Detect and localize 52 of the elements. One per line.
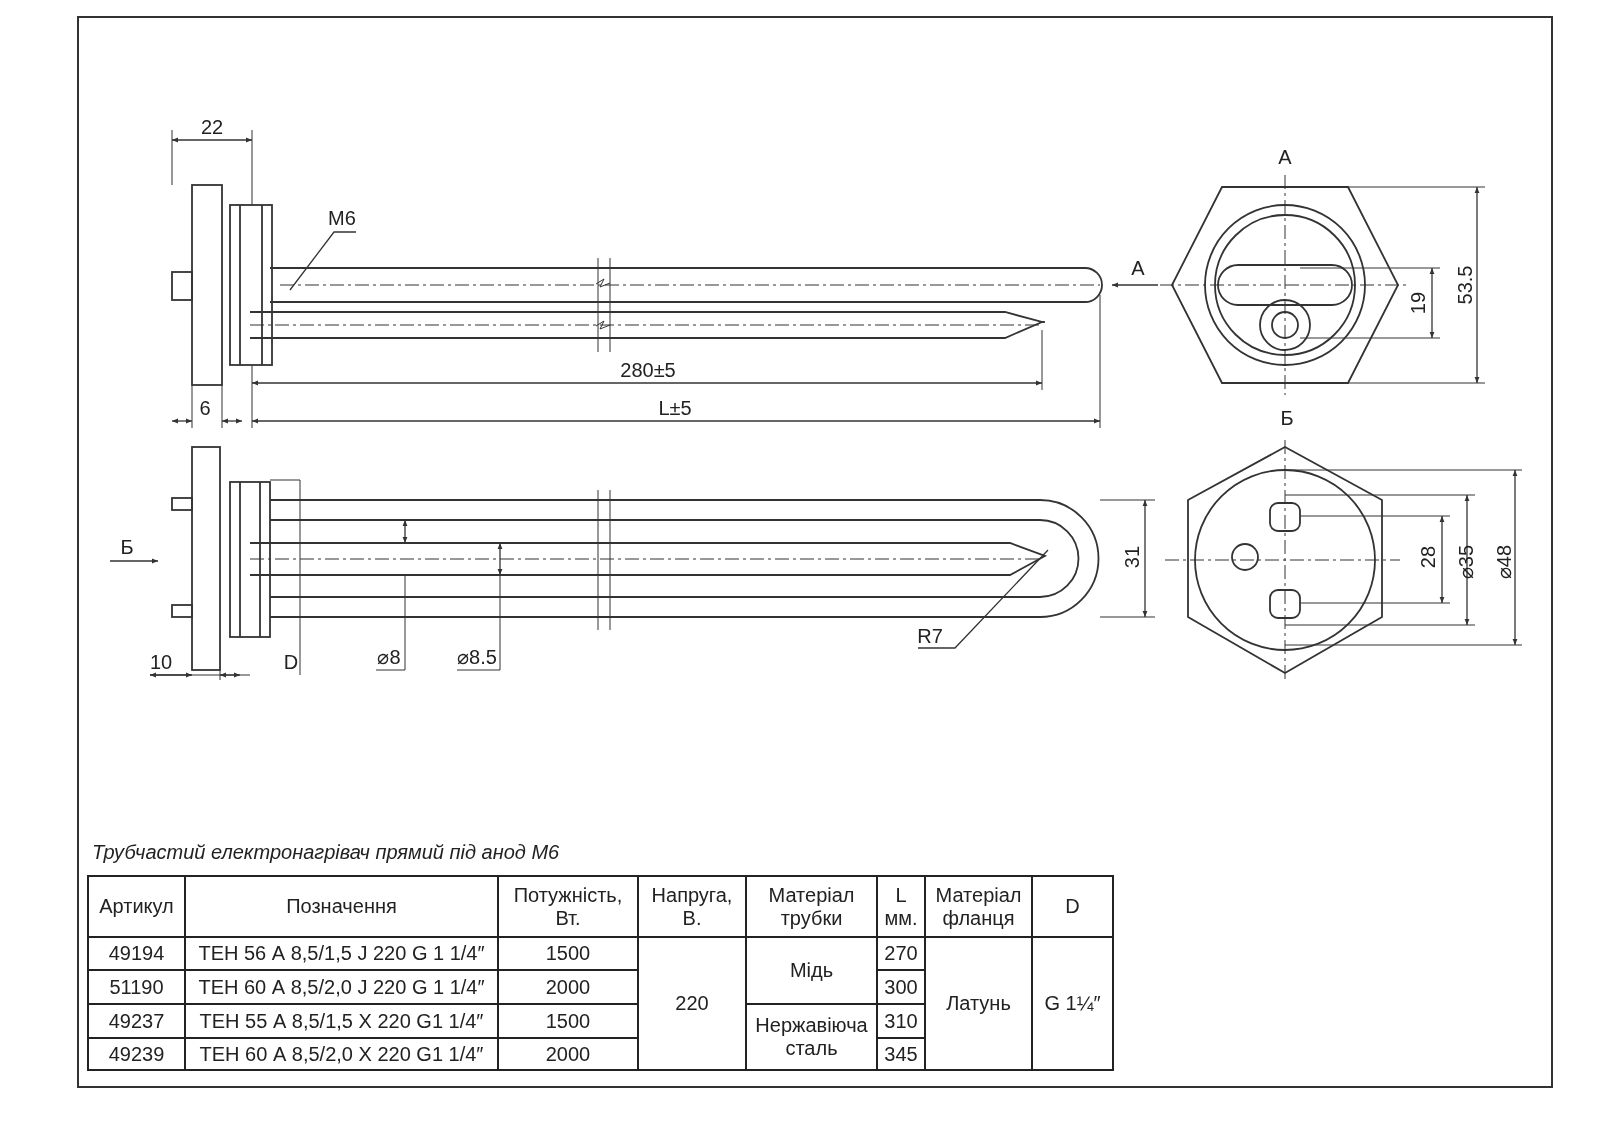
column-header: Потужність, Вт. xyxy=(512,883,624,930)
table-cell-text: 2000 xyxy=(545,1042,591,1066)
view-label: A xyxy=(1131,258,1145,278)
table-cell-text: 49237 xyxy=(108,1009,165,1033)
dimension-value: 53.5 xyxy=(1455,265,1475,305)
column-header: Артикул xyxy=(99,895,174,918)
dimension-value: 10 xyxy=(149,652,173,672)
table-cell-text: 51190 xyxy=(109,975,164,999)
table-cell-text: 2000 xyxy=(545,975,591,999)
dimension-value: L±5 xyxy=(658,398,692,418)
table-cell-text: 220 xyxy=(675,992,709,1015)
dimension-value: 280±5 xyxy=(620,360,676,380)
table-cell-text: 310 xyxy=(884,1009,918,1033)
table-cell-text: Нержавіюча сталь xyxy=(754,1014,869,1060)
table-cell-text: Мідь xyxy=(789,959,834,982)
dimension-value: 28 xyxy=(1418,545,1438,569)
view-label: Б xyxy=(1280,408,1294,428)
column-header: D xyxy=(1065,895,1080,918)
leader-line xyxy=(289,231,357,291)
table-cell-text: 300 xyxy=(884,975,918,999)
leader-line xyxy=(917,549,1049,649)
table-cell-text: 270 xyxy=(884,942,918,965)
table-title: Трубчастий електронагрівач прямий під анод М6 xyxy=(92,842,560,862)
table-cell-text: 49194 xyxy=(108,942,165,965)
dimension-value: D xyxy=(283,652,299,672)
table-cell-text: ТЕН 55 А 8,5/1,5 Х 220 G1 1/4″ xyxy=(199,1009,484,1033)
dimension-value: 19 xyxy=(1408,291,1428,315)
column-header: Матеріал фланця xyxy=(934,883,1023,930)
column-header: Напруга, В. xyxy=(650,883,734,930)
table-cell-text: 345 xyxy=(884,1042,918,1066)
table-cell-text: ТЕН 56 А 8,5/1,5 J 220 G 1 1/4″ xyxy=(198,942,485,965)
table-cell-text: 1500 xyxy=(545,1009,591,1033)
dimension-value: 22 xyxy=(200,117,224,137)
table-cell-text: Латунь xyxy=(946,992,1011,1015)
dimension-value: ⌀48 xyxy=(1494,544,1514,580)
callout-label: M6 xyxy=(328,208,356,228)
callout-label: R7 xyxy=(917,626,943,646)
table-cell-text: 1500 xyxy=(545,942,591,965)
column-header: Матеріал трубки xyxy=(767,883,856,930)
table-cell-text: ТЕН 60 А 8,5/2,0 J 220 G 1 1/4″ xyxy=(198,975,485,999)
table-cell-text: ТЕН 60 А 8,5/2,0 Х 220 G1 1/4″ xyxy=(199,1042,484,1066)
table-cell-text: 49239 xyxy=(108,1042,165,1066)
dimension-value: 6 xyxy=(199,398,211,418)
column-header: Позначення xyxy=(286,895,397,918)
dimension-value: 31 xyxy=(1122,545,1142,569)
dimension-value: ⌀35 xyxy=(1456,544,1476,580)
table-cell-text: G 1¼″ xyxy=(1044,992,1101,1015)
dimension-value: ⌀8 xyxy=(377,647,401,667)
view-label: Б xyxy=(120,537,134,557)
column-header: L мм. xyxy=(883,883,919,930)
dimension-value: ⌀8.5 xyxy=(457,647,497,667)
view-label: A xyxy=(1278,147,1292,167)
